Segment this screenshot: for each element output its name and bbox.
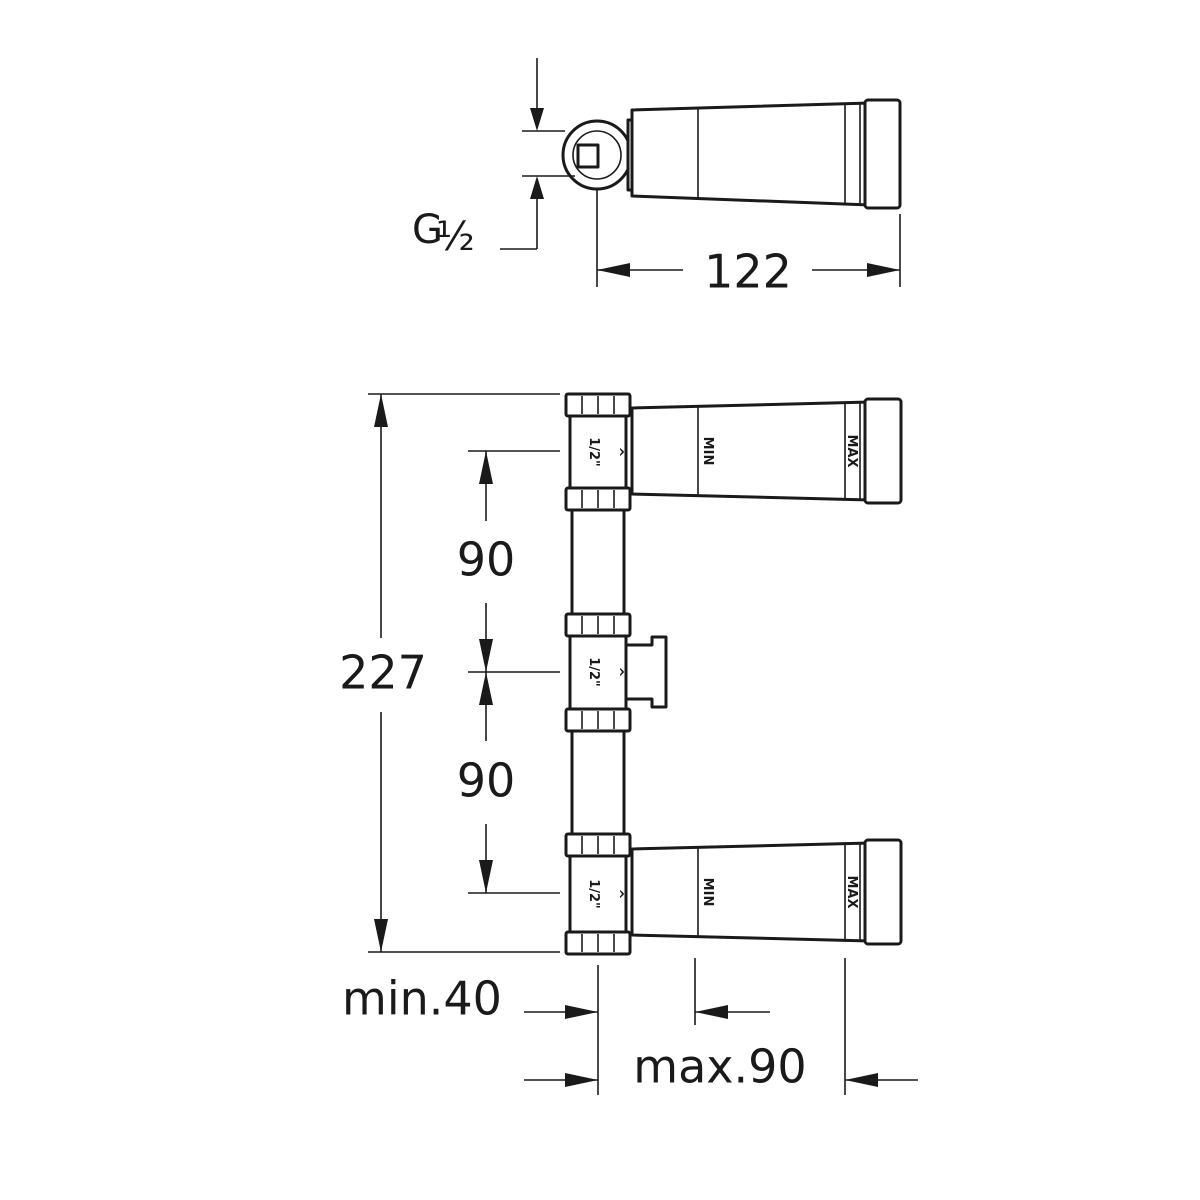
front-view: 1/2" ^ 1/2" ^	[339, 392, 918, 1095]
pipe-upper	[570, 506, 626, 617]
valve-upper-max-label: MAX	[844, 434, 859, 467]
dim-90-upper-label: 90	[457, 533, 516, 587]
valve-lower: MIN MAX	[630, 838, 903, 946]
g-arrow-up	[530, 176, 544, 199]
fitting-middle-arrow: ^	[610, 667, 625, 678]
d122-arrow-right	[867, 263, 900, 277]
valve-upper-min-label: MIN	[700, 437, 715, 466]
top-valve-body	[630, 101, 872, 207]
fitting-middle-size: 1/2"	[586, 657, 601, 687]
valve-upper: MIN MAX	[630, 397, 903, 505]
fitting-upper-arrow: ^	[610, 447, 625, 458]
g-thread-half: ½	[436, 214, 475, 260]
dim-90-lower-label: 90	[457, 754, 516, 808]
dim-227-label: 227	[339, 646, 427, 700]
dim-227: 227	[339, 393, 560, 953]
g-arrow-down	[530, 108, 544, 131]
fitting-lower-size: 1/2"	[586, 879, 601, 909]
d122-label: 122	[704, 245, 792, 299]
top-view: G ½ 122	[412, 58, 902, 299]
dim-min40-label: min.40	[342, 972, 502, 1026]
fitting-lower-arrow: ^	[610, 889, 625, 900]
top-coupling-inner	[572, 130, 622, 180]
d122-arrow-left	[597, 263, 630, 277]
dim-spacing: 90 90	[457, 450, 560, 894]
fitting-upper-size: 1/2"	[586, 437, 601, 467]
fitting-upper: 1/2" ^	[564, 392, 632, 512]
pipe-lower	[570, 726, 626, 837]
g-thread-label: G	[412, 207, 443, 253]
top-coupling-slot	[576, 143, 600, 169]
dim-offsets: min.40 max.90	[342, 958, 918, 1095]
dim-max90-label: max.90	[633, 1040, 806, 1094]
valve-lower-max-label: MAX	[844, 875, 859, 908]
fitting-lower: 1/2" ^	[564, 832, 632, 956]
top-end-cap	[863, 98, 902, 210]
fitting-middle: 1/2" ^	[564, 612, 668, 733]
valve-lower-min-label: MIN	[700, 878, 715, 907]
